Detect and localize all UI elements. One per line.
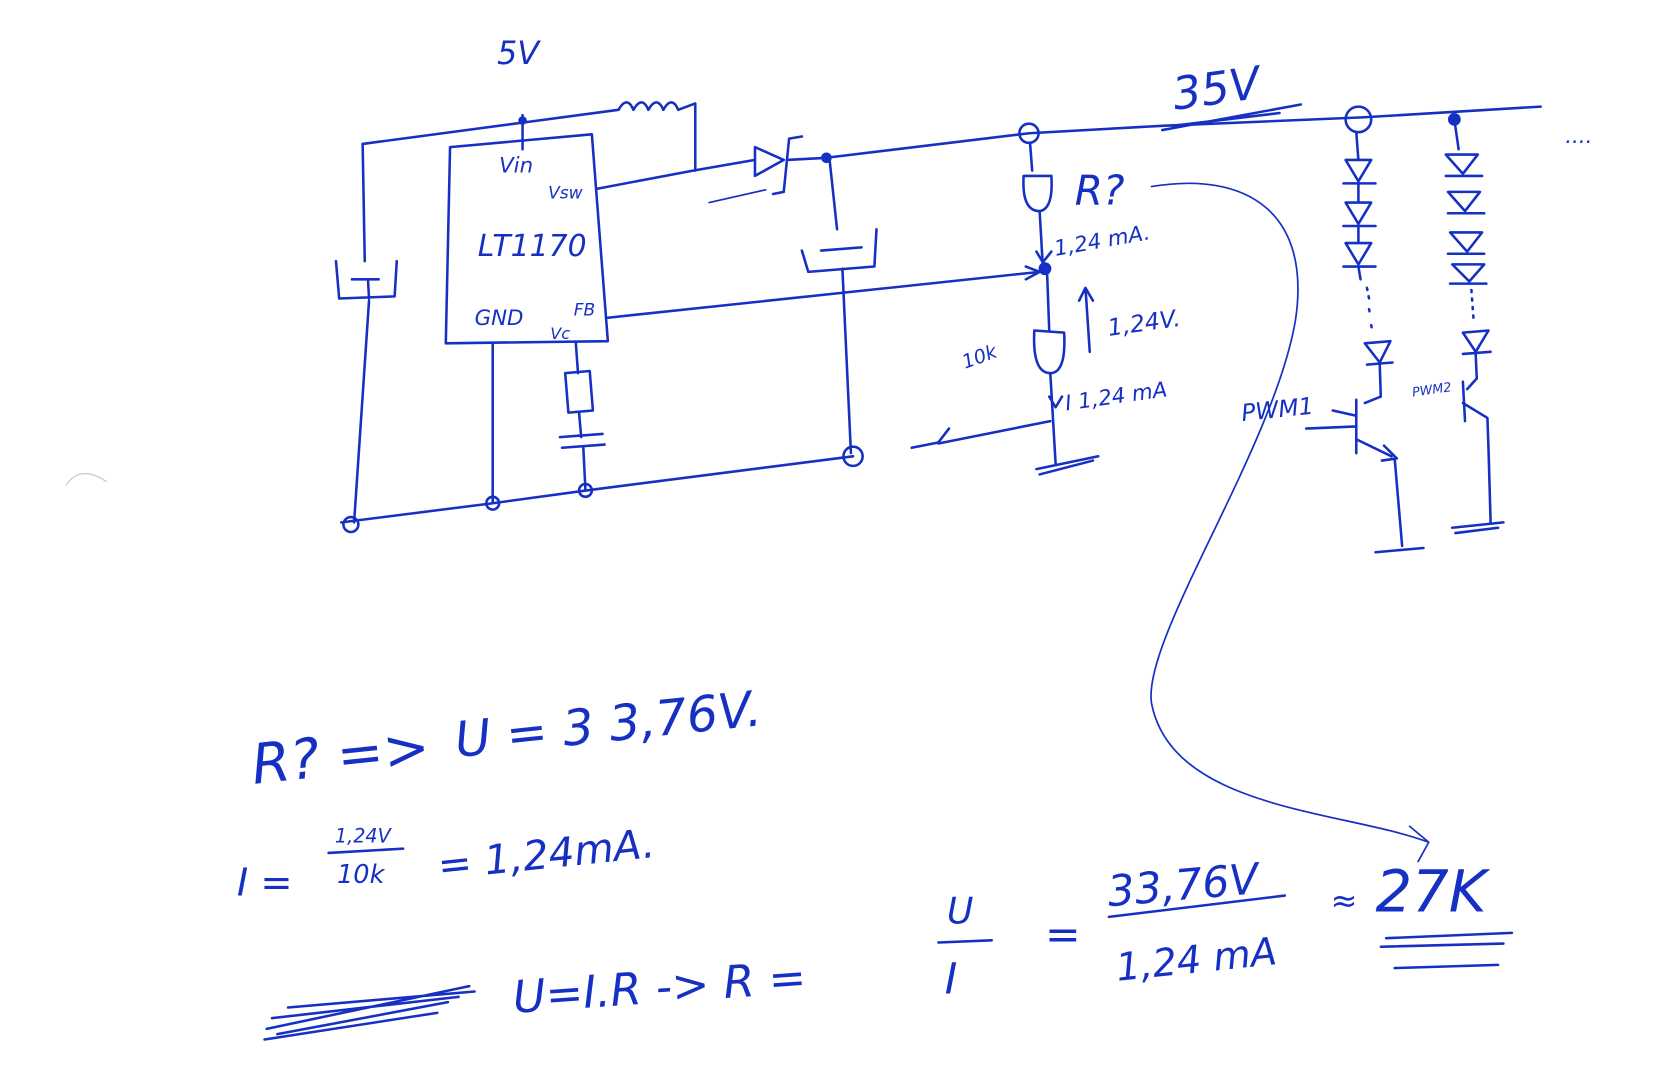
pin-fb-label: FB [574, 301, 596, 321]
calc2-num: 1,24V [335, 824, 393, 847]
voltage-divider: R? 1,24 mA. 10k 1,24V. I 1,24 mA [910, 122, 1182, 476]
calc3-formula: U=I.R -> R = [511, 950, 808, 1023]
output-voltage-label: 35V [1169, 56, 1266, 121]
ground-rail [340, 455, 855, 524]
paper-hole-mark [65, 472, 108, 486]
scribble-out [263, 984, 476, 1041]
calc3-den: 1,24 mA [1114, 929, 1279, 991]
ic-name-label: LT1170 [478, 229, 587, 264]
divider-ground-wire [910, 419, 1052, 450]
output-rail [785, 105, 1542, 162]
led-string-1: PWM1 [1240, 105, 1425, 554]
pwm1-label: PWM1 [1240, 392, 1315, 427]
calc3-result: 27K [1375, 859, 1490, 926]
continuation-dots: .... [1565, 124, 1592, 149]
bottom-current-label: I 1,24 mA [1064, 377, 1169, 416]
calc2-rhs: = 1,24mA. [435, 819, 657, 890]
ic-lt1170: Vin Vsw LT1170 GND Vc FB [444, 133, 610, 345]
bottom-voltage-label: 1,24V. [1106, 304, 1182, 342]
calc2-lhs: I = [237, 861, 293, 906]
input-voltage-label: 5V [497, 34, 541, 72]
calc3-frac-den: I [945, 955, 958, 1005]
calc3-eq: = [1045, 910, 1081, 960]
voltage-arrow [1077, 286, 1095, 354]
calc-line-2: I = 1,24V 10k = 1,24mA. [237, 819, 657, 906]
led-string-2: PWM2 [1411, 113, 1505, 535]
result-double-underline [1379, 931, 1514, 970]
fraction-bar [1107, 894, 1287, 919]
output-capacitor [800, 158, 878, 468]
pin-vsw-label: Vsw [548, 183, 583, 203]
schottky-diode [753, 135, 804, 196]
feedback-wire [606, 265, 1041, 319]
top-resistor-label: R? [1075, 167, 1125, 215]
pointer-arrow [1150, 182, 1430, 863]
calc3-frac-num: U [947, 889, 974, 932]
calc2-den: 10k [337, 860, 386, 890]
calc1-rhs: U = 3 3,76V. [452, 679, 764, 769]
output-voltage-underline [1160, 103, 1303, 132]
pin-vin-label: Vin [499, 154, 533, 179]
node-gnd [485, 495, 501, 511]
fraction-bar [937, 939, 993, 944]
top-current-label: 1,24 mA. [1052, 220, 1152, 261]
pin-vc-label: Vc [550, 324, 570, 343]
pin-gnd-label: GND [475, 306, 524, 331]
bottom-resistor-label: 10k [959, 340, 1001, 374]
fraction-bar [327, 847, 405, 855]
calc1-lhs: R? => [249, 715, 433, 797]
pwm2-label: PWM2 [1411, 380, 1452, 400]
node-vin [518, 116, 527, 125]
inductor [617, 101, 697, 172]
calc-line-1: R? => U = 3 3,76V. [249, 679, 764, 798]
calc3-approx: ≈ [1331, 882, 1358, 920]
stray-stroke [708, 188, 767, 204]
ground-symbol [1035, 455, 1100, 476]
vsw-wire [595, 158, 757, 190]
compensation-network [558, 342, 606, 499]
